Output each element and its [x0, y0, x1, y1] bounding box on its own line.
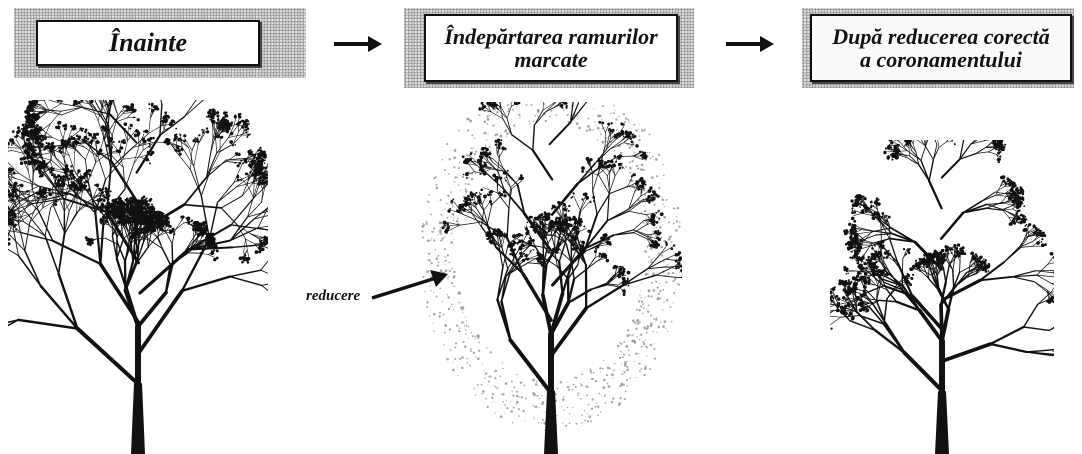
stage-before-line-1: Înainte	[109, 29, 187, 56]
reduction-label: reducere	[306, 288, 360, 305]
stage-after-line-1: După reducerea corectă	[832, 25, 1050, 48]
reduction-arrow-icon	[370, 268, 450, 308]
tree-removal-illustration	[420, 102, 682, 454]
stage-removal-label: Îndepărtarea ramurilor marcate	[424, 14, 678, 82]
stage-after-label: După reducerea corectă a coronamentului	[810, 14, 1072, 82]
tree-before-illustration	[8, 100, 268, 454]
stage-before-label: Înainte	[36, 20, 260, 66]
stage-after-line-2: a coronamentului	[860, 48, 1022, 71]
arrow-right-icon	[724, 34, 776, 54]
stage-removal-line-1: Îndepărtarea ramurilor	[444, 25, 657, 48]
tree-after-illustration	[830, 140, 1054, 454]
stage-removal-line-2: marcate	[514, 48, 587, 71]
arrow-right-icon	[332, 34, 384, 54]
